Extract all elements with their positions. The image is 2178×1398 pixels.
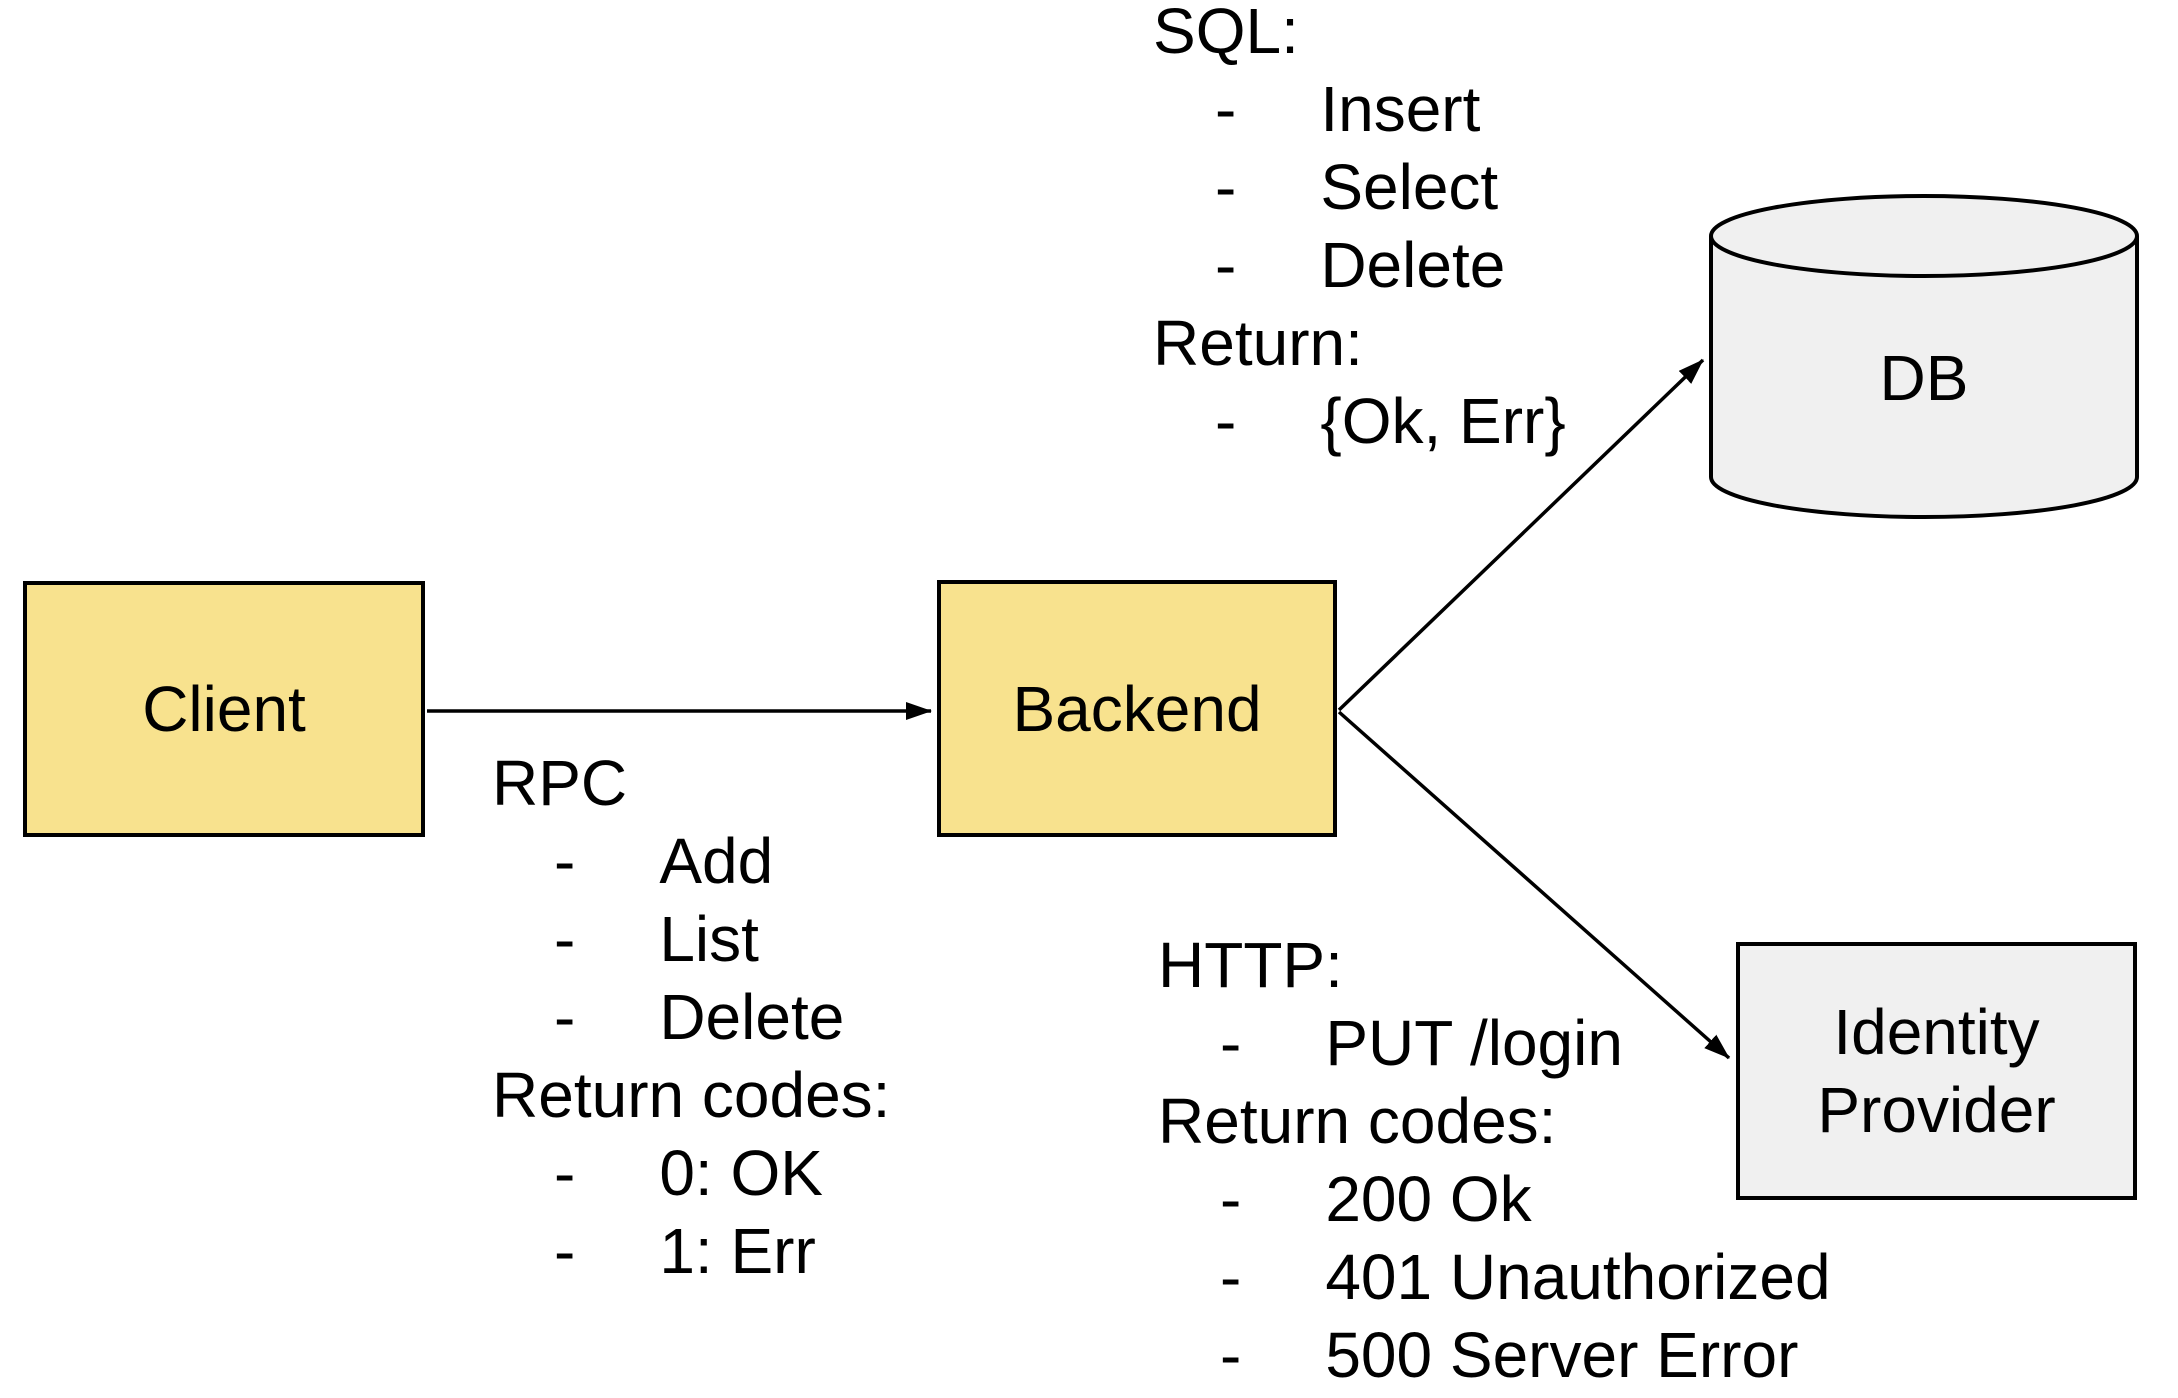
- http-header: HTTP:: [1158, 929, 1343, 1001]
- bullet-dash: -: [1220, 1163, 1242, 1235]
- db-cylinder: [1709, 194, 2139, 519]
- bullet-dash: -: [554, 981, 576, 1053]
- http-subitem: - 401 Unauthorized: [1158, 1238, 1831, 1316]
- http-subitem-text: 200 Ok: [1325, 1163, 1532, 1235]
- rpc-item-text: Delete: [659, 981, 845, 1053]
- rpc-subitem: - 0: OK: [492, 1134, 890, 1212]
- rpc-item-text: List: [659, 903, 759, 975]
- bullet-dash: -: [554, 903, 576, 975]
- bullet-dash: -: [1220, 1007, 1242, 1079]
- rpc-item: - List: [492, 900, 890, 978]
- http-subitem-text: 401 Unauthorized: [1325, 1241, 1831, 1313]
- sql-item-text: Delete: [1320, 229, 1506, 301]
- rpc-subitem-text: 0: OK: [659, 1137, 823, 1209]
- bullet-dash: -: [1220, 1241, 1242, 1313]
- node-backend: Backend: [937, 580, 1337, 837]
- sql-header: SQL:: [1153, 0, 1299, 67]
- sql-subheader: Return:: [1153, 307, 1363, 379]
- bullet-dash: -: [1215, 229, 1237, 301]
- identity-provider-label: Identity Provider: [1817, 996, 2056, 1146]
- sql-item-text: Select: [1320, 151, 1499, 223]
- bullet-dash: -: [554, 1215, 576, 1287]
- sql-subitem-text: {Ok, Err}: [1320, 385, 1566, 457]
- edge-backend-identity-provider: [1337, 710, 1731, 1060]
- annotation-sql: SQL: - Insert - Select - Delete Return: - {O…: [1153, 0, 1566, 460]
- http-subitem-text: 500 Server Error: [1325, 1319, 1799, 1391]
- bullet-dash: -: [554, 1137, 576, 1209]
- bullet-dash: -: [1215, 73, 1237, 145]
- bullet-dash: -: [1215, 151, 1237, 223]
- bullet-dash: -: [1220, 1319, 1242, 1391]
- rpc-item: - Add: [492, 822, 890, 900]
- annotation-rpc: RPC - Add - List - Delete Return codes: - 0:…: [492, 744, 890, 1290]
- rpc-subitem: - 1: Err: [492, 1212, 890, 1290]
- db-cylinder-body: [1709, 236, 2139, 519]
- rpc-item: - Delete: [492, 978, 890, 1056]
- rpc-subheader: Return codes:: [492, 1059, 891, 1131]
- edge-backend-db: [1337, 358, 1705, 712]
- rpc-item-text: Add: [659, 825, 774, 897]
- node-db-label: DB: [1711, 236, 2137, 519]
- http-item-text: PUT /login: [1325, 1007, 1623, 1079]
- annotation-http: HTTP: -PUT /login Return codes: -200 Ok …: [1158, 926, 1831, 1394]
- sql-item: - Delete: [1153, 226, 1566, 304]
- rpc-subitem-text: 1: Err: [659, 1215, 816, 1287]
- http-item: - PUT /login: [1158, 1004, 1831, 1082]
- sql-subitem: - {Ok, Err}: [1153, 382, 1566, 460]
- http-subitem: - 500 Server Error: [1158, 1316, 1831, 1394]
- node-identity-provider: Identity Provider: [1736, 942, 2137, 1200]
- backend-label: Backend: [1012, 672, 1262, 745]
- db-label-text: DB: [1879, 341, 1969, 414]
- client-label: Client: [142, 673, 306, 745]
- sql-item-text: Insert: [1320, 73, 1481, 145]
- node-client: Client: [23, 581, 425, 837]
- rpc-header: RPC: [492, 747, 628, 819]
- sql-item: - Select: [1153, 148, 1566, 226]
- sql-item: - Insert: [1153, 70, 1566, 148]
- bullet-dash: -: [554, 825, 576, 897]
- http-subitem: - 200 Ok: [1158, 1160, 1831, 1238]
- http-subheader: Return codes:: [1158, 1085, 1557, 1157]
- db-cylinder-top: [1709, 194, 2139, 278]
- bullet-dash: -: [1215, 385, 1237, 457]
